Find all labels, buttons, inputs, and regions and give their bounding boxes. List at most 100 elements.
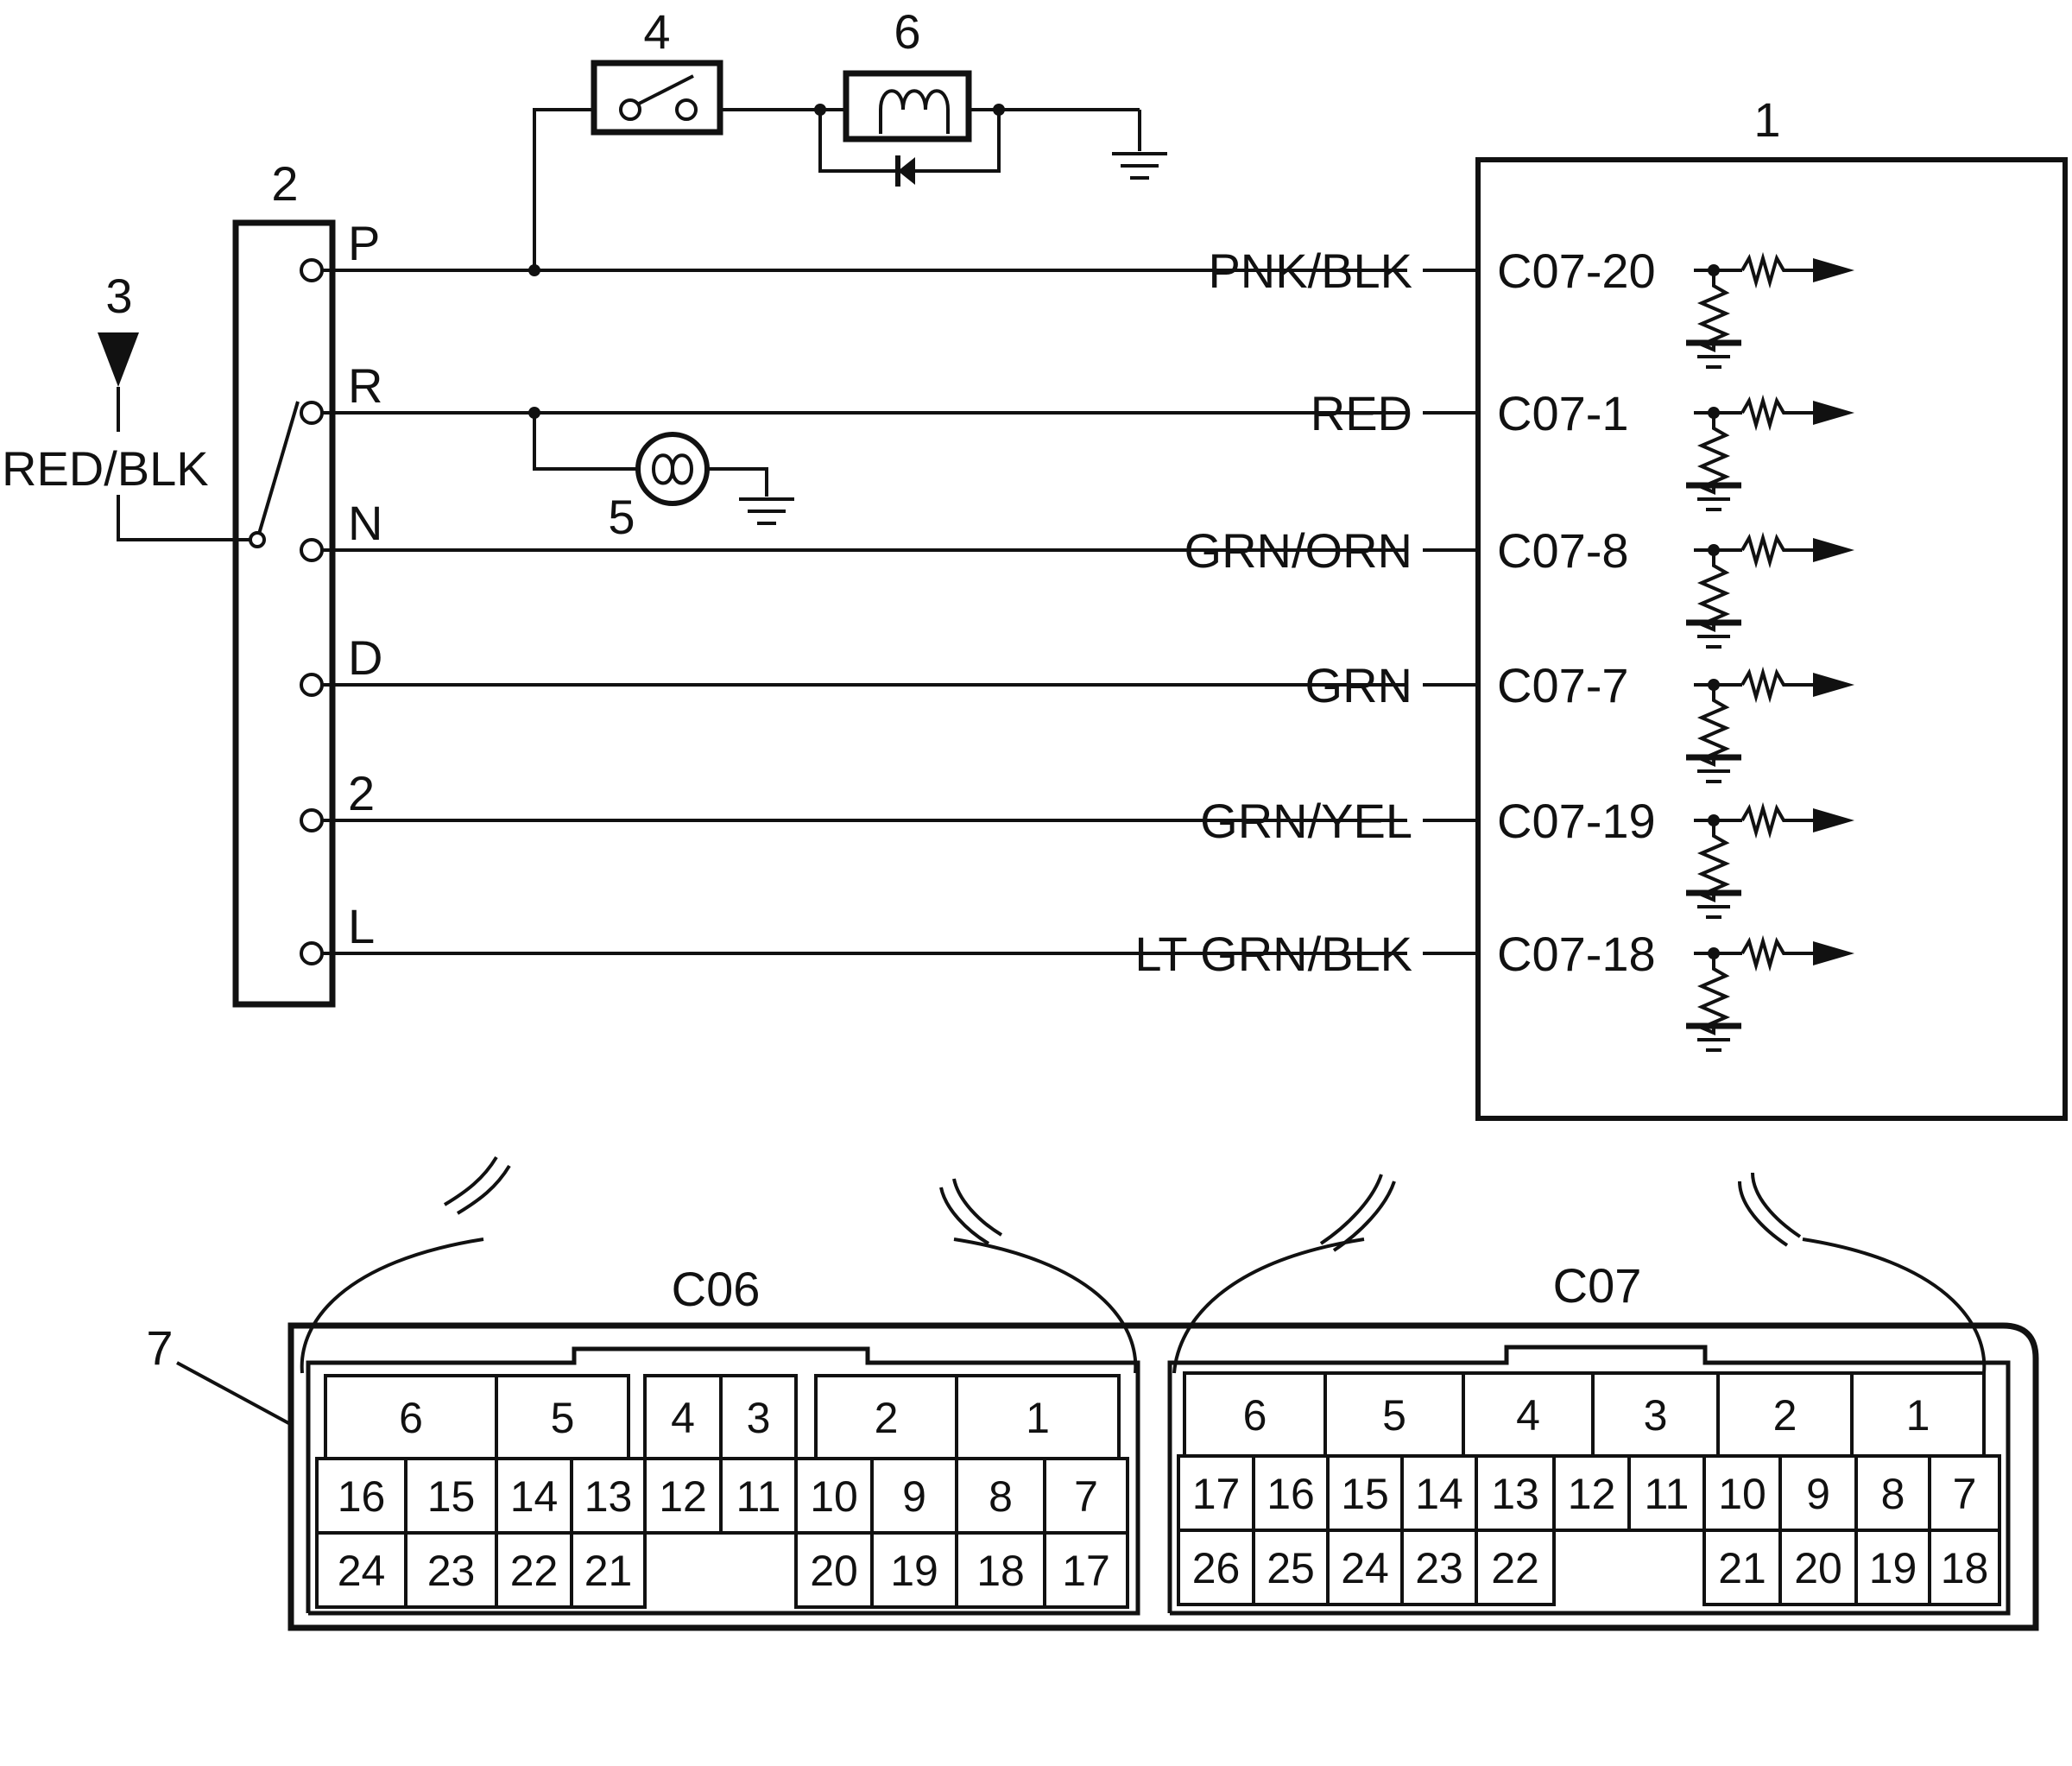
resistor-icon bbox=[1740, 666, 1813, 704]
connector-pin: 18 bbox=[1928, 1529, 2001, 1606]
callout-ecm: 1 bbox=[1753, 92, 1780, 147]
ground-icon bbox=[1686, 754, 1741, 783]
lamp-5-branch: 5 bbox=[528, 407, 794, 544]
svg-text:15: 15 bbox=[427, 1472, 476, 1521]
svg-text:8: 8 bbox=[1881, 1470, 1905, 1518]
switch-position-label: N bbox=[348, 496, 382, 550]
svg-text:1: 1 bbox=[1906, 1391, 1930, 1440]
svg-text:21: 21 bbox=[584, 1547, 633, 1595]
switch-position-label: 2 bbox=[348, 766, 375, 820]
svg-text:12: 12 bbox=[659, 1472, 707, 1521]
connector-pin: 13 bbox=[570, 1457, 647, 1535]
wire-color-label: GRN/ORN bbox=[1184, 523, 1412, 578]
wire-color-label: GRN/YEL bbox=[1200, 794, 1412, 848]
svg-text:11: 11 bbox=[736, 1472, 781, 1521]
svg-text:5: 5 bbox=[1382, 1391, 1406, 1440]
resistor-icon bbox=[1740, 251, 1813, 289]
connector-pin: 11 bbox=[1627, 1454, 1706, 1532]
connector-pin: 5 bbox=[495, 1374, 630, 1460]
connector-pin: 12 bbox=[1552, 1454, 1631, 1532]
connector-c06-title: C06 bbox=[672, 1262, 761, 1316]
svg-text:12: 12 bbox=[1568, 1470, 1616, 1518]
svg-text:4: 4 bbox=[1516, 1391, 1540, 1440]
svg-text:17: 17 bbox=[1192, 1470, 1241, 1518]
svg-text:9: 9 bbox=[902, 1472, 926, 1521]
connector-pin: 14 bbox=[1400, 1454, 1478, 1532]
connector-pin: 12 bbox=[643, 1457, 723, 1535]
connector-pin: 4 bbox=[1462, 1371, 1595, 1458]
svg-text:21: 21 bbox=[1718, 1544, 1766, 1592]
connector-pin: 15 bbox=[1326, 1454, 1404, 1532]
svg-text:7: 7 bbox=[1074, 1472, 1098, 1521]
svg-text:26: 26 bbox=[1192, 1544, 1241, 1592]
connector-pin: 23 bbox=[1400, 1529, 1478, 1606]
svg-text:9: 9 bbox=[1806, 1470, 1830, 1518]
ecm-pin-label: C07-18 bbox=[1497, 927, 1656, 981]
connector-pin: 1 bbox=[1850, 1371, 1986, 1458]
connector-pin: 22 bbox=[1475, 1529, 1556, 1606]
connector-pin: 10 bbox=[794, 1457, 874, 1535]
svg-text:24: 24 bbox=[1341, 1544, 1389, 1592]
ground-icon bbox=[1686, 619, 1741, 649]
ground-icon bbox=[1112, 152, 1167, 180]
arrow-icon bbox=[1813, 258, 1854, 282]
resistor-icon bbox=[1696, 413, 1731, 496]
svg-text:6: 6 bbox=[1243, 1391, 1267, 1440]
resistor-icon bbox=[1740, 394, 1813, 432]
svg-text:11: 11 bbox=[1645, 1470, 1690, 1518]
svg-text:17: 17 bbox=[1062, 1547, 1110, 1595]
diode-icon bbox=[898, 157, 915, 185]
connector-pin: 20 bbox=[794, 1531, 874, 1609]
connector-pin: 19 bbox=[1854, 1529, 1931, 1606]
connector-pin: 16 bbox=[315, 1457, 407, 1535]
resistor-icon bbox=[1696, 550, 1731, 633]
ecm-pin-label: C07-19 bbox=[1497, 794, 1656, 848]
connector-pin: 1 bbox=[955, 1374, 1121, 1460]
switch-position-label: P bbox=[348, 216, 380, 270]
wire-color-label: GRN bbox=[1305, 658, 1412, 712]
svg-text:16: 16 bbox=[1267, 1470, 1315, 1518]
connector-pin: 16 bbox=[1252, 1454, 1330, 1532]
svg-text:18: 18 bbox=[1941, 1544, 1989, 1592]
svg-text:10: 10 bbox=[810, 1472, 858, 1521]
svg-text:18: 18 bbox=[976, 1547, 1025, 1595]
svg-text:20: 20 bbox=[1794, 1544, 1842, 1592]
ground-icon bbox=[1686, 339, 1741, 369]
bulb-icon bbox=[652, 453, 694, 485]
svg-text:25: 25 bbox=[1267, 1544, 1315, 1592]
callout-range-switch: 2 bbox=[271, 156, 298, 211]
arrow-icon bbox=[1813, 673, 1854, 697]
svg-text:19: 19 bbox=[890, 1547, 938, 1595]
connector-pin: 15 bbox=[404, 1457, 498, 1535]
wire-color-label: RED bbox=[1311, 386, 1412, 440]
arrow-icon bbox=[1813, 808, 1854, 832]
svg-text:6: 6 bbox=[399, 1394, 423, 1442]
connector-pin: 18 bbox=[955, 1531, 1046, 1609]
arrow-icon bbox=[1813, 941, 1854, 965]
connector-pin: 7 bbox=[1928, 1454, 2001, 1532]
ecm-pin-label: C07-1 bbox=[1497, 386, 1629, 440]
wire-color-label: PNK/BLK bbox=[1208, 244, 1412, 298]
resistor-icon bbox=[1740, 934, 1813, 972]
relay-6 bbox=[843, 70, 972, 142]
svg-text:19: 19 bbox=[1869, 1544, 1917, 1592]
power-arrow-icon bbox=[98, 332, 139, 387]
connector-pin: 21 bbox=[1702, 1529, 1782, 1606]
switch-terminal bbox=[300, 673, 324, 697]
callout-relay-6: 6 bbox=[894, 4, 920, 59]
connector-pin: 20 bbox=[1778, 1529, 1858, 1606]
switch-position-label: R bbox=[348, 358, 382, 413]
svg-text:1: 1 bbox=[1026, 1394, 1050, 1442]
connector-pin: 6 bbox=[324, 1374, 498, 1460]
svg-text:8: 8 bbox=[989, 1472, 1013, 1521]
range-switch: 2 bbox=[232, 156, 336, 1008]
connector-pin: 22 bbox=[495, 1531, 573, 1609]
connector-pin: 24 bbox=[1326, 1529, 1404, 1606]
